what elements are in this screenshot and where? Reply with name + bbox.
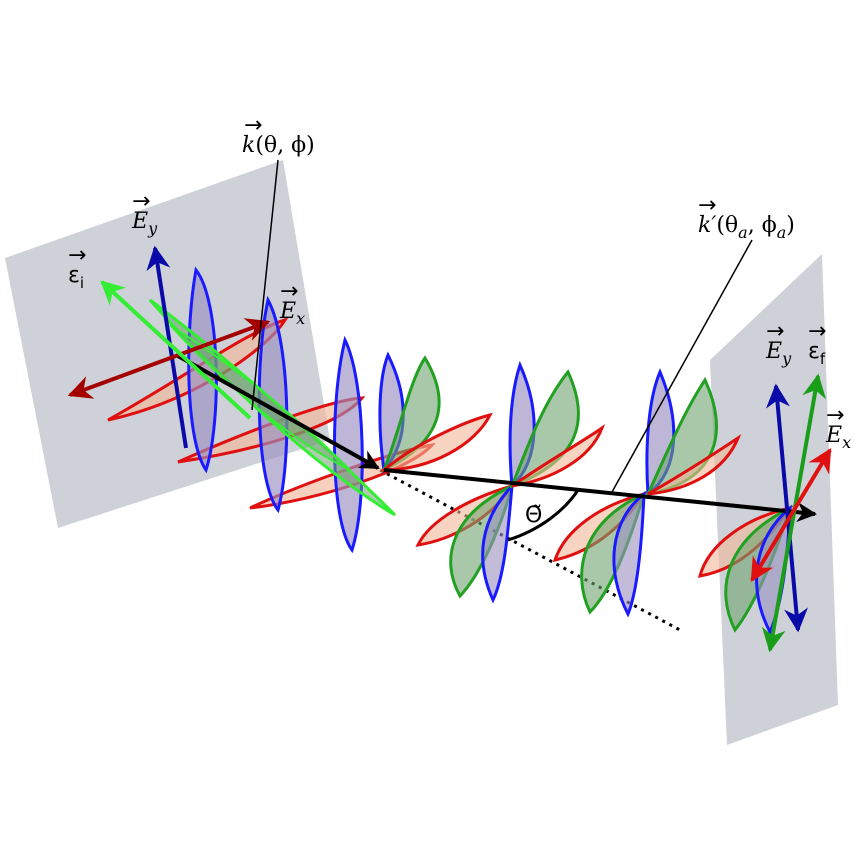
svg-text:→: → [280,279,298,304]
k-prime-label: k′(θa, ϕa) → [698,193,795,242]
k-prime-vector [383,468,817,523]
scattered-red-lobe [379,412,493,472]
svg-text:Ex: Ex [825,423,851,452]
E-x-left-arrow [67,318,271,399]
k-label: k(θ, ϕ) → [242,113,315,158]
svg-text:→: → [826,403,844,428]
E-x-right-label: Ex → [825,403,851,452]
svg-text:εf: εf [808,339,826,368]
incident-direction-extension [379,468,681,632]
svg-text:k′(θa, ϕa): k′(θa, ϕa) [698,213,795,242]
k-prime-leader-line [611,239,753,493]
eps-i-arrow [100,280,252,420]
scattered-red-lobe [647,434,742,496]
E-y-right-label: Ey → [765,319,792,368]
svg-text:→: → [244,113,262,138]
svg-text:Ey: Ey [765,339,792,368]
E-x-left-label: Ex → [279,279,305,328]
svg-text:k(θ, ϕ): k(θ, ϕ) [242,133,315,158]
svg-text:→: → [68,243,86,268]
scattering-angle-label: Θ̃ [525,503,542,528]
eps-f-label: εf → [808,319,826,368]
eps-i-label: εi → [68,243,86,292]
incident-blue-lobe [333,335,364,554]
svg-text:Ey: Ey [131,209,158,238]
k-leader-line [251,159,279,411]
scattering-angle-arc [507,489,580,542]
scattered-red-lobe [511,423,606,488]
scattered-blue-lobe [612,490,646,618]
svg-text:εi: εi [68,263,84,292]
svg-text:→: → [808,319,826,344]
svg-text:→: → [698,193,716,218]
E-y-left-label: Ey → [131,189,158,238]
svg-text:Ex: Ex [279,299,305,328]
E-x-right-arrow [750,447,832,583]
svg-text:→: → [132,189,150,214]
svg-text:→: → [766,319,784,344]
